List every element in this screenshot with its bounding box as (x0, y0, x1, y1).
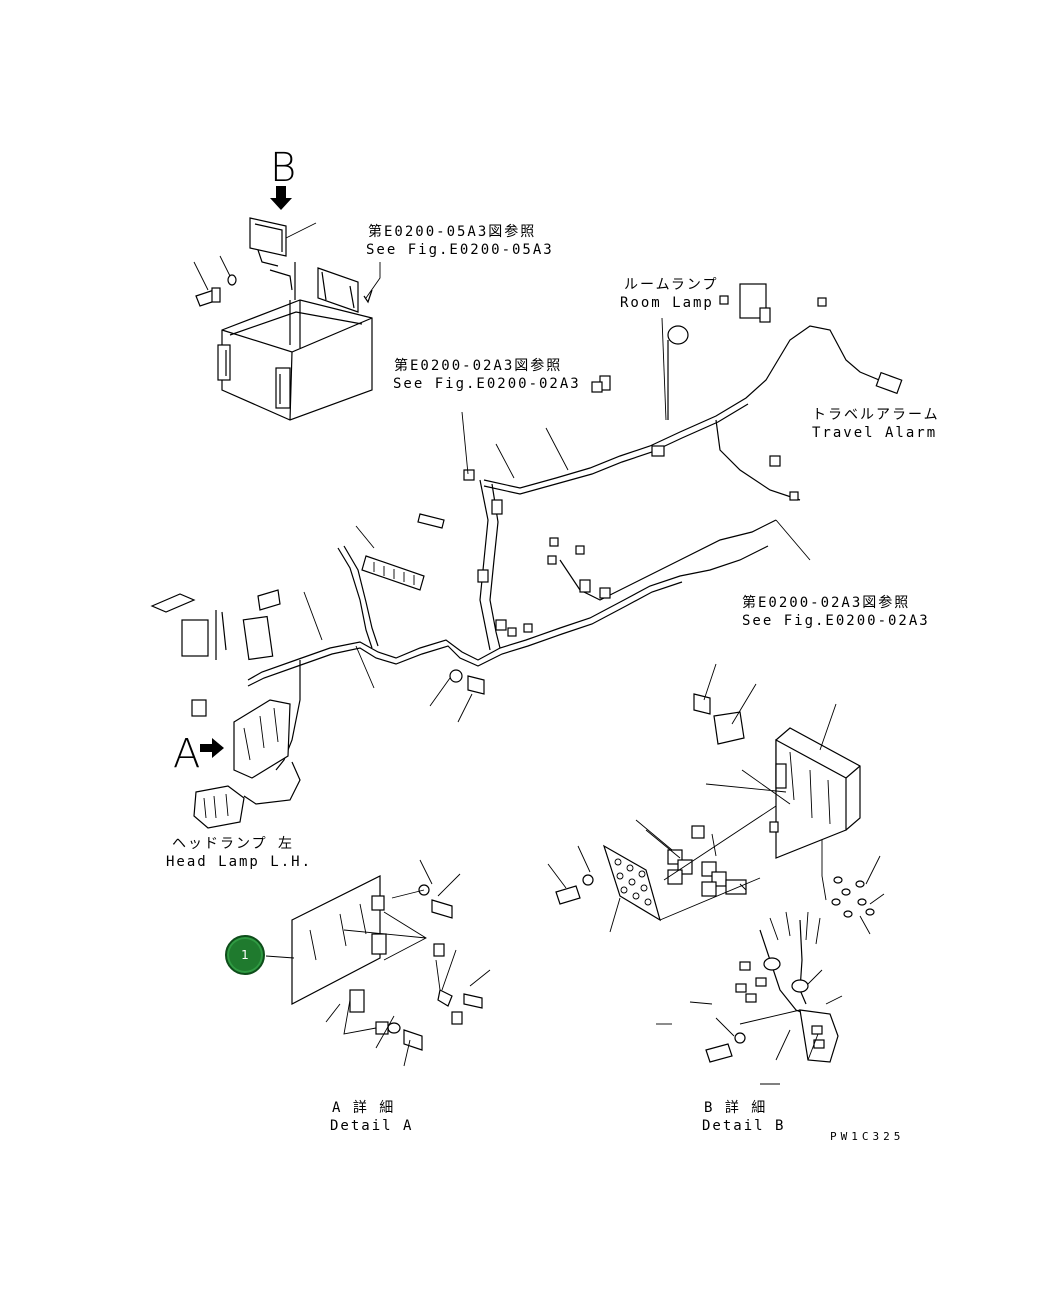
part-callout-1[interactable]: 1 (225, 935, 265, 975)
ref-02a3-upper-en: See Fig.E0200-02A3 (393, 376, 581, 392)
ref-05a3-jp: 第E0200-05A3図参照 (368, 224, 537, 240)
detail-a-en: Detail A (330, 1118, 414, 1134)
room-lamp-en: Room Lamp (620, 295, 714, 311)
view-b-arrow (270, 186, 292, 210)
ref-05a3-en: See Fig.E0200-05A3 (366, 242, 554, 258)
travel-alarm-en: Travel Alarm (812, 425, 938, 441)
detail-b-drawing (547, 663, 885, 1085)
room-lamp-jp: ルームランプ (624, 277, 719, 293)
detail-a-drawing (265, 859, 491, 1067)
ref-02a3-right-jp: 第E0200-02A3図参照 (742, 595, 911, 611)
ref-02a3-right-en: See Fig.E0200-02A3 (742, 613, 930, 629)
figure-code: PW1C325 (830, 1130, 905, 1143)
view-a-marker: A (173, 731, 201, 777)
head-lamp-jp: ヘッドランプ 左 (172, 836, 295, 852)
head-lamp-en: Head Lamp L.H. (166, 854, 313, 870)
travel-alarm-jp: トラベルアラーム (812, 407, 940, 423)
detail-a-jp: A 詳 細 (332, 1100, 396, 1116)
main-wiring-harness (150, 283, 903, 829)
ref-02a3-upper-jp: 第E0200-02A3図参照 (394, 358, 563, 374)
battery-box-assembly (193, 217, 381, 421)
detail-b-jp: B 詳 細 (704, 1100, 768, 1116)
view-a-arrow (200, 738, 224, 758)
detail-b-en: Detail B (702, 1118, 786, 1134)
view-b-marker: B (270, 145, 297, 191)
